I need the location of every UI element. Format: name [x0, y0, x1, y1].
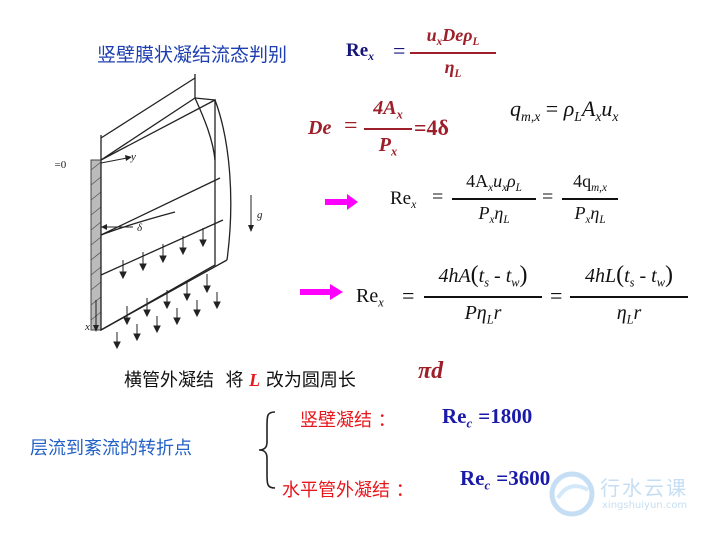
eq5-numerator-2: 4hL(ts - tw) [584, 262, 673, 290]
eq1-equals: = [393, 38, 406, 63]
watermark: 行水云课 xingshuiyun.com [548, 468, 718, 524]
eq2-lhs: De [308, 117, 332, 139]
figure-label-g: g [257, 209, 263, 221]
eq1-denominator: ηL [444, 57, 462, 80]
figure-label-y: y [130, 151, 136, 163]
eq2-denominator: Px [378, 134, 398, 159]
watermark-logo-icon [549, 471, 595, 517]
arrow-right-icon [325, 194, 358, 210]
eq5-denominator-1: PηLr [464, 302, 502, 327]
eq2-fraction-bar [364, 128, 412, 130]
eq1-lhs: Rex [346, 40, 375, 64]
vertical-critical-re: Rec=1800 [442, 404, 533, 431]
figure-label-x: x [84, 321, 90, 333]
horizontal-tube-note: 横管外凝结 将 L 改为圆周长 [124, 370, 356, 391]
pi-d: πd [418, 358, 444, 384]
eq4-denominator-1: PxηL [478, 203, 510, 226]
condensation-figure: x=0 y δ g x [55, 74, 263, 350]
eq4-equals-1: = [432, 186, 444, 208]
eq4-lhs: Rex [390, 188, 417, 212]
transition-label: 层流到紊流的转折点 [30, 438, 192, 459]
eq4-fraction-bar-2 [562, 198, 618, 200]
curly-brace [258, 411, 276, 489]
figure-label-x0: x=0 [55, 159, 67, 171]
horizontal-critical-re: Rec=3600 [460, 466, 551, 493]
page-title: 竖壁膜状凝结流态判别 [97, 44, 288, 66]
watermark-url: xingshuiyun.com [602, 500, 688, 511]
vertical-wall-label: 竖壁凝结 ： [300, 410, 396, 431]
eq4-equals-2: = [542, 186, 554, 208]
eq5-fraction-bar-1 [424, 296, 542, 298]
eq4-denominator-2: PxηL [574, 203, 606, 226]
eq5-denominator-2: ηLr [616, 302, 642, 327]
eq5-numerator-1: 4hA(ts - tw) [438, 262, 528, 290]
eq5-equals-1: = [402, 283, 415, 308]
arrow-right-icon [300, 284, 343, 300]
eq1-fraction-bar [410, 52, 496, 54]
eq5-lhs: Rex [356, 285, 384, 310]
eq5-equals-2: = [550, 283, 563, 308]
horizontal-tube-label: 水平管外凝结 ： [282, 480, 414, 501]
eq2-numerator: 4Ax [373, 97, 403, 122]
eq4-numerator-2: 4qm,x [573, 171, 607, 194]
eq5-fraction-bar-2 [570, 296, 688, 298]
eq4-fraction-bar-1 [452, 198, 536, 200]
eq1-numerator: uxDeρL [426, 25, 480, 48]
eq4-numerator-1: 4AxuxρL [466, 171, 522, 194]
eq3-mass-flow: qm,x = ρLAxux [510, 96, 619, 124]
eq2-equals: = [344, 113, 358, 139]
watermark-name: 行水云课 [600, 476, 688, 500]
figure-label-delta: δ [137, 222, 143, 234]
eq2-rhs: =4δ [414, 115, 449, 140]
